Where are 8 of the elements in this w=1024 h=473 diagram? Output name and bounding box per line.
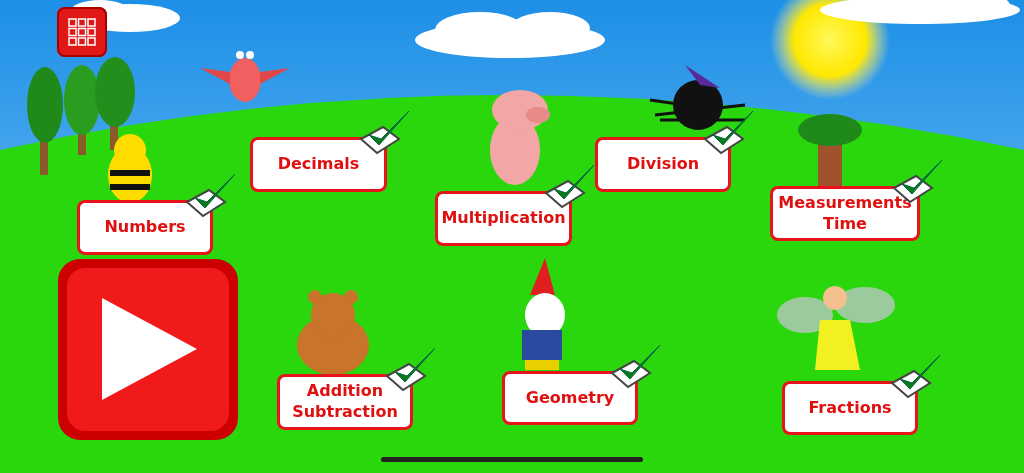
topic-label: Division [626, 154, 700, 175]
topic-label: Numbers [104, 217, 186, 238]
topic-label: Multiplication [441, 208, 566, 229]
topic-label: Decimals [277, 154, 360, 175]
topic-label: Addition Subtraction [291, 381, 399, 423]
topic-label: Fractions [808, 397, 892, 419]
topic-label: Measurements Time [777, 192, 913, 235]
topic-label: Geometry [525, 387, 615, 409]
